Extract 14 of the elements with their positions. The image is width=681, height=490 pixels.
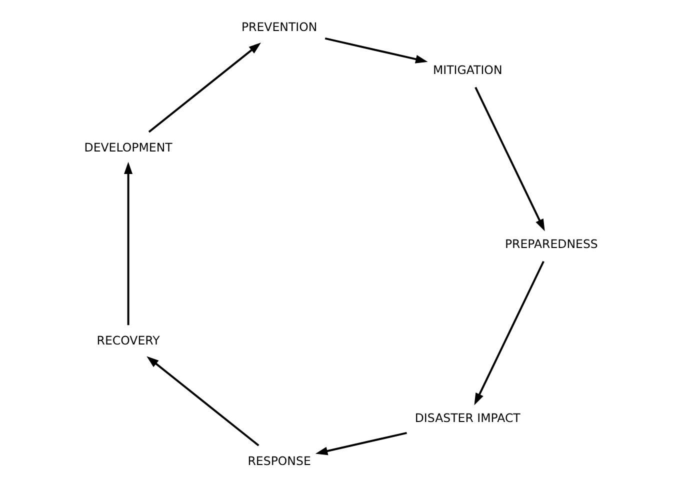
- arrow: [314, 432, 406, 456]
- arrow: [324, 37, 428, 64]
- arrow: [474, 260, 544, 406]
- node-text: PREVENTION: [240, 20, 317, 34]
- node-text: MITIGATION: [432, 63, 502, 78]
- arrow: [124, 162, 132, 326]
- node-text: DEVELOPMENT: [84, 140, 172, 154]
- node-text: DISASTER IMPACT: [414, 411, 520, 426]
- node-text: RECOVERY: [96, 334, 160, 348]
- arrow: [474, 86, 544, 232]
- arrow: [146, 356, 259, 446]
- node-text: PREPAREDNESS: [504, 237, 598, 252]
- node-text: RESPONSE: [247, 454, 310, 468]
- arrow: [148, 42, 260, 133]
